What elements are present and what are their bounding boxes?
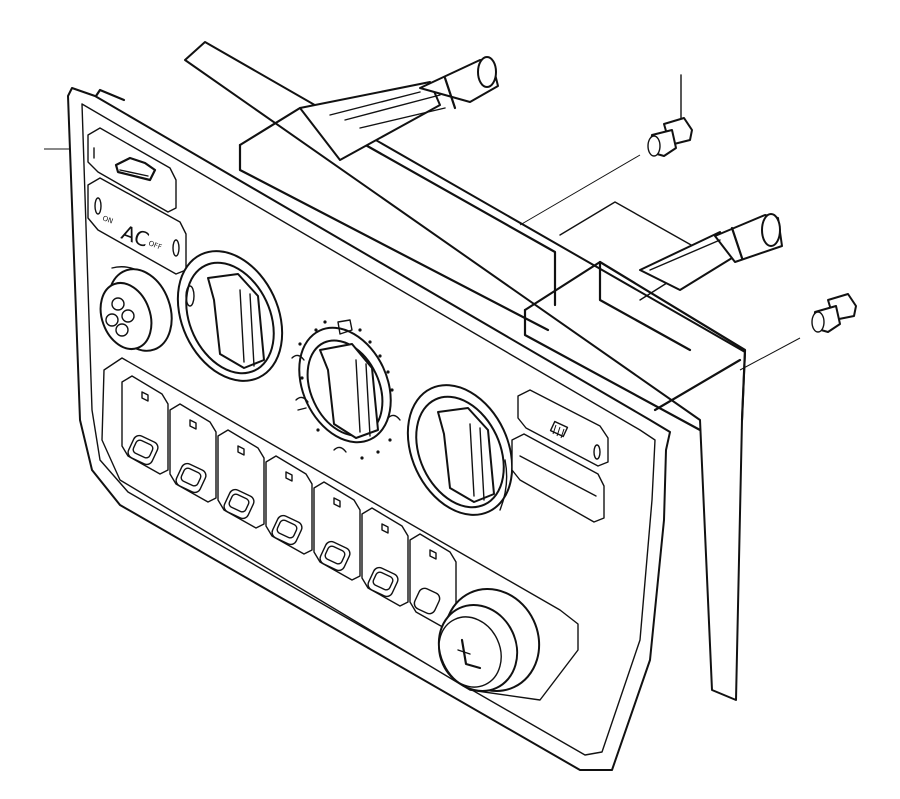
switch-1[interactable]: [121, 375, 169, 475]
switch-6[interactable]: [361, 507, 409, 607]
seat-heater-knob[interactable]: [425, 573, 556, 706]
air-distribution-dial[interactable]: [282, 313, 409, 460]
connector-shaft-lower: [639, 213, 783, 291]
rear-defrost-icon: [549, 420, 569, 439]
temperature-dial-left[interactable]: [158, 234, 302, 398]
windshield-defrost-button[interactable]: [511, 433, 605, 523]
seat-heater-icon: [457, 638, 482, 670]
car-roof-icon: [114, 156, 157, 182]
rear-housing: [184, 41, 747, 701]
switch-3[interactable]: [217, 429, 265, 529]
recirculation-button[interactable]: [87, 127, 177, 213]
rear-defrost-button[interactable]: [517, 389, 609, 467]
switch-5[interactable]: [313, 481, 361, 581]
fan-speed-knob[interactable]: [92, 260, 183, 359]
bulb-upper: [519, 74, 693, 226]
air-distribution-icon: [291, 319, 401, 453]
switch-2[interactable]: [169, 403, 217, 503]
temperature-dial-right[interactable]: [388, 368, 532, 532]
switch-4[interactable]: [265, 455, 313, 555]
ac-button[interactable]: AC ON OFF: [87, 177, 187, 275]
connector-shaft-upper: [299, 56, 499, 161]
fan-icon: [105, 297, 135, 337]
ac-on-label: ON: [101, 214, 114, 225]
switch-7[interactable]: [409, 533, 457, 631]
dial-tick-marks: [298, 320, 394, 460]
bulb-lower: [739, 293, 857, 371]
